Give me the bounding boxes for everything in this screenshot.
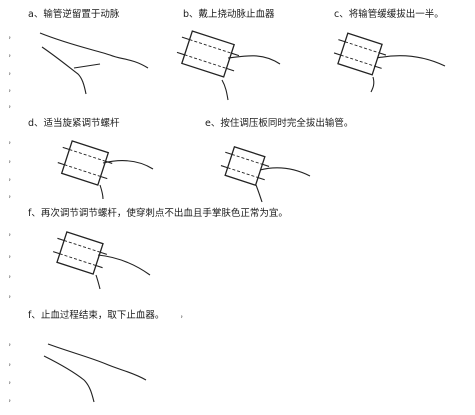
step-d-caption: d、适当旋紧调节螺杆 [28,118,120,129]
device-body [224,145,266,187]
strap-end [379,52,387,56]
strap-end [95,265,103,269]
device-dashed-inner [231,153,263,165]
wrist-outline [99,184,104,200]
strap-end [374,65,382,69]
wrist-outline [376,55,446,67]
device-dashed-inner [340,54,376,67]
wrist-outline [102,159,154,170]
step-e-caption: e、按住调压板同时完全拔出输管。 [205,118,354,129]
strap-end [226,67,235,72]
step-f2-caption: f、止血过程结束，取下止血器。 [28,310,165,321]
step-b-caption: b、戴上挠动脉止血器 [183,9,275,20]
margin-mark: ， [8,156,15,164]
strap-end [62,146,70,151]
device-body [337,32,383,76]
figure-c-half-withdrawn [333,32,446,93]
wrist-outline [370,76,375,93]
wrist-outline [221,79,229,101]
device-dashed-inner [184,54,227,69]
wrist-outline-lower [41,46,87,95]
strap-end [181,36,190,41]
step-c-caption: c、将输管缓缓拔出一半。 [334,9,444,20]
strap-end [333,52,341,56]
strap-end [262,163,270,167]
device-dashed-inner [344,41,380,54]
strap-end [338,39,346,43]
figure-d-tightened-screw [57,140,154,200]
device-dashed-inner [69,149,106,162]
margin-mark: ， [8,395,15,403]
strap-end [100,175,108,180]
strap-end [225,151,233,155]
figure-b-tourniquet-applied [176,30,281,101]
device-dashed-inner [63,240,101,253]
margin-mark: ， [8,191,15,199]
margin-mark: ， [8,291,15,299]
device-dashed-inner [64,164,101,177]
step-f1-caption: f、再次调节调节螺杆，使穿刺点不出血且手掌肤色正常为宜。 [28,208,288,219]
margin-mark: ， [8,137,15,145]
margin-mark: ， [8,50,15,58]
strap-end [257,177,265,181]
margin-mark: ， [8,271,15,279]
margin-mark: ， [8,359,15,367]
wrist-outline [255,184,263,203]
figure-f2-device-removed [43,343,147,403]
device-body [56,231,104,275]
wrist-outline [259,167,311,177]
strap-end [220,165,228,169]
strap-end [176,51,185,56]
catheter-line [73,63,101,69]
device-dashed-inner [189,39,232,54]
margin-mark: ， [8,229,15,237]
figure-e-catheter-removed [220,145,311,203]
wrist-outline-upper [39,32,149,69]
wrist-outline [95,274,101,290]
margin-mark: ， [8,377,15,385]
strap-end [57,162,65,166]
device-body [60,140,110,186]
wrist-outline [227,55,281,65]
margin-mark: ， [8,101,15,109]
margin-mark: ， [8,68,15,76]
strap-end [231,52,240,57]
wrist-outline-upper [47,343,147,381]
strap-end [100,251,108,255]
margin-mark: ， [8,251,15,259]
device-dashed-inner [227,167,259,179]
strap-end [57,237,65,241]
device-body [181,30,235,78]
figure-f1-readjusted [52,231,151,290]
figure-a-wrist-catheter [39,32,149,95]
margin-mark: ， [8,174,15,182]
margin-mark: ， [8,85,15,93]
step-a-caption: a、输管逆留置于动脉 [28,9,120,20]
margin-mark: ， [8,32,15,40]
caption-end-mark: ， [180,311,187,319]
margin-mark: ， [8,339,15,347]
strap-end [52,251,60,255]
wrist-outline-lower [43,355,95,403]
device-dashed-inner [59,253,97,266]
wrist-outline [97,254,151,276]
